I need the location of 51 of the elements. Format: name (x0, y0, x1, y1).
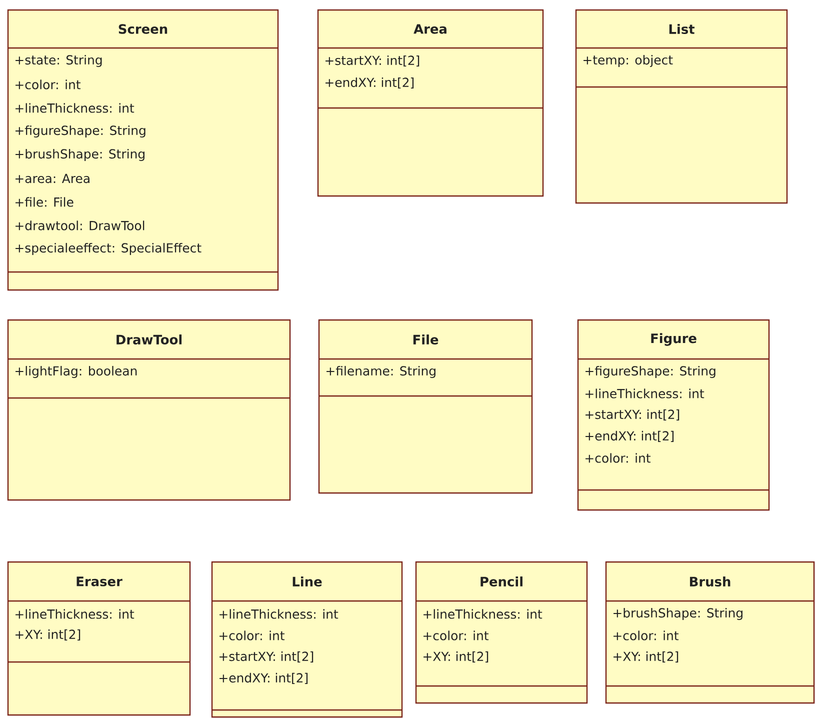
attribute-text: +lineThickness: int (586, 388, 704, 398)
attribute-text: +drawtool: DrawTool (16, 220, 144, 230)
class-box (7, 319, 291, 501)
attribute-text: +figureShape: String (586, 366, 716, 378)
attribute-text: +lineThickness: int (16, 103, 134, 113)
attribute-text: +XY: int[2] (16, 629, 80, 641)
class-name: Pencil (480, 576, 522, 586)
attribute-text: +file: File (16, 197, 74, 207)
class-box (577, 319, 770, 511)
attribute-text: +startXY: int[2] (586, 409, 680, 421)
class-name: Screen (118, 24, 168, 34)
class-name: Brush (690, 576, 730, 586)
class-box (605, 561, 815, 704)
attribute-text: +startXY: int[2] (220, 651, 314, 663)
attribute-text: +color: int (424, 630, 488, 640)
attribute-text: +color: int (16, 80, 80, 90)
class-box (211, 561, 403, 718)
attribute-text: +lineThickness: int (220, 609, 338, 619)
attribute-text: +color: int (220, 630, 284, 640)
class-box (318, 319, 533, 494)
class-box (7, 561, 191, 716)
class-name: Area (414, 24, 446, 34)
attribute-text: +brushShape: String (614, 608, 742, 620)
class-box (317, 9, 544, 197)
class-name: List (669, 24, 694, 34)
attribute-text: +color: int (586, 453, 650, 463)
attribute-text: +filename: String (326, 366, 436, 378)
attribute-text: +XY: int[2] (614, 651, 678, 663)
class-name: File (413, 334, 438, 344)
attribute-text: +specialeeffect: SpecialEffect (16, 242, 202, 256)
attribute-text: +brushShape: String (16, 148, 144, 162)
attribute-text: +area: Area (16, 174, 90, 184)
attribute-text: +XY: int[2] (424, 651, 488, 663)
attribute-text: +endXY: int[2] (326, 77, 414, 89)
attribute-text: +color: int (614, 630, 678, 640)
class-name: Figure (651, 333, 696, 346)
attribute-text: +lightFlag: boolean (16, 366, 137, 378)
attribute-text: +lineThickness: int (424, 609, 542, 619)
class-box (415, 561, 588, 704)
attribute-text: +figureShape: String (16, 125, 146, 138)
attribute-text: +lineThickness: int (16, 609, 134, 619)
class-box (575, 9, 788, 204)
attribute-text: +endXY: int[2] (220, 672, 308, 684)
attribute-text: +endXY: int[2] (586, 430, 674, 442)
class-name: DrawTool (116, 334, 182, 344)
class-box (7, 9, 279, 291)
attribute-text: +state: String (16, 54, 102, 68)
attribute-text: +startXY: int[2] (326, 55, 420, 67)
attribute-text: +temp: object (584, 54, 673, 68)
class-name: Eraser (76, 576, 122, 586)
class-name: Line (292, 576, 322, 586)
